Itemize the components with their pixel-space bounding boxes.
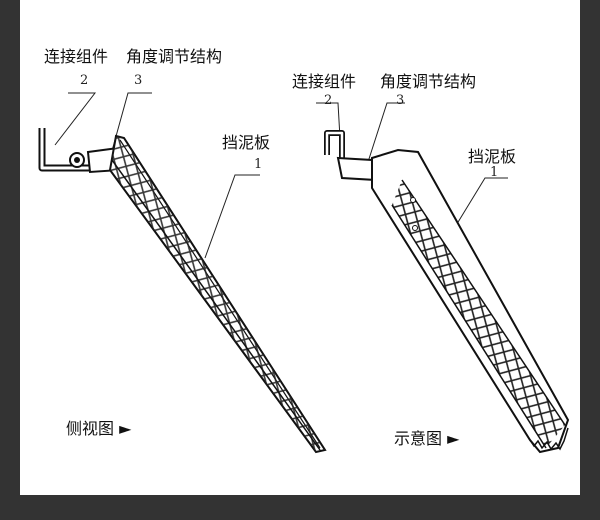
fender-label-left: 挡泥板 bbox=[222, 133, 271, 152]
diagram-panel: 连接组件 角度调节结构 2 3 挡泥板 1 侧视图 ► 连接组件 角度调节结构 … bbox=[20, 0, 580, 495]
diagram-drawing bbox=[38, 92, 570, 454]
side-view-label: 侧视图 ► bbox=[66, 419, 132, 438]
leader-1-left bbox=[204, 174, 260, 259]
fender-mesh-right bbox=[392, 180, 565, 448]
fender-label-right: 挡泥板 bbox=[468, 147, 517, 166]
leader-2-left bbox=[54, 92, 97, 146]
side-view-drawing bbox=[38, 92, 327, 454]
callout-2-left: 2 bbox=[80, 73, 89, 88]
fender-tip-right bbox=[529, 427, 569, 451]
angle-label-right: 角度调节结构 bbox=[380, 72, 477, 91]
callout-2-right: 2 bbox=[324, 93, 333, 108]
connector-label-right: 连接组件 bbox=[292, 72, 357, 91]
connector-hook-right bbox=[324, 130, 345, 158]
callout-1-right: 1 bbox=[490, 165, 499, 180]
leader-2-right bbox=[316, 102, 341, 139]
leader-1-right bbox=[451, 177, 508, 233]
schematic-view-label: 示意图 ► bbox=[394, 429, 460, 448]
perspective-view-drawing bbox=[316, 102, 570, 454]
callout-3-right: 3 bbox=[396, 93, 405, 108]
leader-3-right bbox=[367, 102, 405, 163]
callout-3-left: 3 bbox=[134, 73, 143, 88]
angle-label-left: 角度调节结构 bbox=[126, 47, 223, 66]
connector-label-left: 连接组件 bbox=[44, 47, 109, 66]
angle-bracket-right bbox=[336, 156, 378, 182]
callout-1-left: 1 bbox=[254, 157, 263, 172]
